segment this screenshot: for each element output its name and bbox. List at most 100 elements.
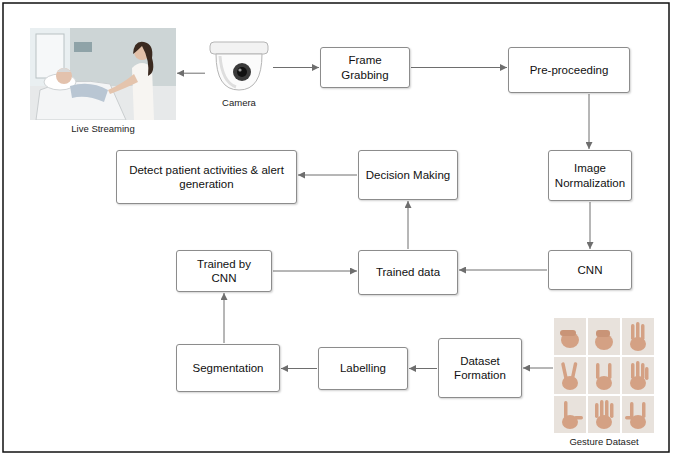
- box-label: Segmentation: [193, 361, 264, 375]
- box-text-stack: Frame Grabbing: [327, 53, 403, 82]
- process-box: Dataset Formation: [438, 338, 522, 398]
- tile-ground: [622, 318, 654, 355]
- flow-arrow: [459, 270, 547, 271]
- tile-ground: [622, 396, 654, 433]
- box-text-stack: Dataset Formation: [445, 354, 515, 383]
- box-text-stack: Pre-proceeding: [530, 63, 609, 77]
- picture-caption: Gesture Dataset: [554, 436, 654, 447]
- hand-finger: [561, 362, 568, 379]
- tile-ground: [588, 396, 620, 433]
- hand-palm: [596, 415, 612, 429]
- hand-finger: [596, 363, 600, 379]
- flow-arrow: [281, 368, 317, 369]
- hand-finger: [605, 400, 609, 418]
- tile-ground: [588, 318, 620, 355]
- gesture-grid: [554, 318, 654, 433]
- box-label: Decision Making: [366, 168, 450, 182]
- photo-visitor-hair: [133, 42, 153, 76]
- box-label: Detect patient activities & alert genera…: [123, 163, 290, 192]
- hand-finger: [641, 363, 645, 379]
- box-label: Labelling: [340, 361, 386, 375]
- hand-finger: [631, 363, 635, 379]
- flow-arrow: [589, 94, 590, 149]
- process-box: Image Normalization: [548, 150, 632, 201]
- hand-finger: [560, 330, 576, 336]
- hand-finger: [596, 330, 610, 337]
- box-text-stack: CNN: [578, 263, 603, 277]
- hand-thumb: [625, 416, 633, 420]
- hand-finger: [642, 402, 646, 418]
- process-box: Detect patient activities & alert genera…: [116, 150, 297, 204]
- tile-ground: [622, 357, 654, 394]
- box-label: Trained by CNN: [183, 257, 265, 286]
- camera-lens-glint: [238, 68, 241, 71]
- flow-arrow: [298, 175, 357, 176]
- hand-finger: [636, 322, 640, 340]
- camera-lens: [237, 67, 247, 77]
- hand-finger: [564, 401, 568, 418]
- hand-finger: [636, 361, 640, 379]
- process-box: CNN: [548, 250, 632, 290]
- hand-finger: [645, 367, 649, 380]
- box-text-stack: Decision Making: [366, 168, 450, 182]
- gesture-tile: [588, 318, 620, 355]
- photo-patient-gown: [70, 84, 108, 102]
- gesture-tile: [554, 357, 586, 394]
- hand-finger: [610, 403, 614, 418]
- box-text-stack: Labelling: [340, 361, 386, 375]
- hospital-photo: [30, 28, 176, 120]
- flow-arrow: [411, 67, 507, 68]
- flow-arrow: [273, 271, 357, 272]
- gesture-tile: [554, 318, 586, 355]
- gesture-tile: [588, 357, 620, 394]
- photo-patient-hair: [57, 68, 71, 72]
- picture-caption: Camera: [206, 97, 272, 108]
- box-text-stack: Detect patient activities & alert genera…: [123, 163, 290, 192]
- gesture-tile: [622, 357, 654, 394]
- box-label: Dataset Formation: [445, 354, 515, 383]
- hand-finger: [595, 403, 599, 418]
- process-box: Segmentation: [176, 344, 280, 392]
- tile-ground: [554, 396, 586, 433]
- process-box: Pre-proceeding: [508, 47, 630, 93]
- photo-visitor-arm: [108, 74, 138, 94]
- photo-monitor: [74, 42, 92, 52]
- photo-patient-head: [56, 68, 72, 84]
- camera-dome: [216, 54, 262, 90]
- flow-arrow: [590, 202, 591, 249]
- flow-arrow: [273, 67, 319, 68]
- flow-arrow: [523, 368, 553, 369]
- tile-ground: [554, 357, 586, 394]
- process-box: Trained data: [358, 250, 458, 295]
- box-label: CNN: [578, 263, 603, 277]
- box-text-stack: Trained data: [376, 265, 440, 279]
- gesture-tile: [588, 396, 620, 433]
- box-label: Image Normalization: [555, 161, 625, 190]
- box-label: Frame Grabbing: [327, 53, 403, 82]
- flow-arrow: [408, 201, 409, 249]
- camera-lens-ring: [233, 63, 251, 81]
- tile-ground: [554, 318, 586, 355]
- tile-ground: [588, 357, 620, 394]
- box-label: Trained data: [376, 265, 440, 279]
- process-box: Frame Grabbing: [320, 47, 410, 88]
- photo-wall: [30, 28, 176, 120]
- dome-camera-icon: [206, 38, 272, 94]
- flow-arrow: [409, 368, 437, 369]
- frame-border: [3, 3, 669, 452]
- hand-finger: [600, 400, 604, 418]
- hand-finger: [630, 402, 634, 418]
- hand-finger: [641, 324, 645, 340]
- camera-base: [210, 42, 268, 54]
- hand-finger: [631, 324, 635, 340]
- process-box: Decision Making: [358, 150, 458, 200]
- picture-caption: Live Streaming: [30, 123, 176, 134]
- gesture-tile: [622, 396, 654, 433]
- flow-arrow: [224, 293, 225, 343]
- process-box: Trained by CNN: [176, 250, 272, 292]
- box-text-stack: Trained by CNN: [183, 257, 265, 286]
- gesture-tile: [622, 318, 654, 355]
- hand-thumb: [574, 416, 583, 420]
- process-box: Labelling: [318, 347, 408, 390]
